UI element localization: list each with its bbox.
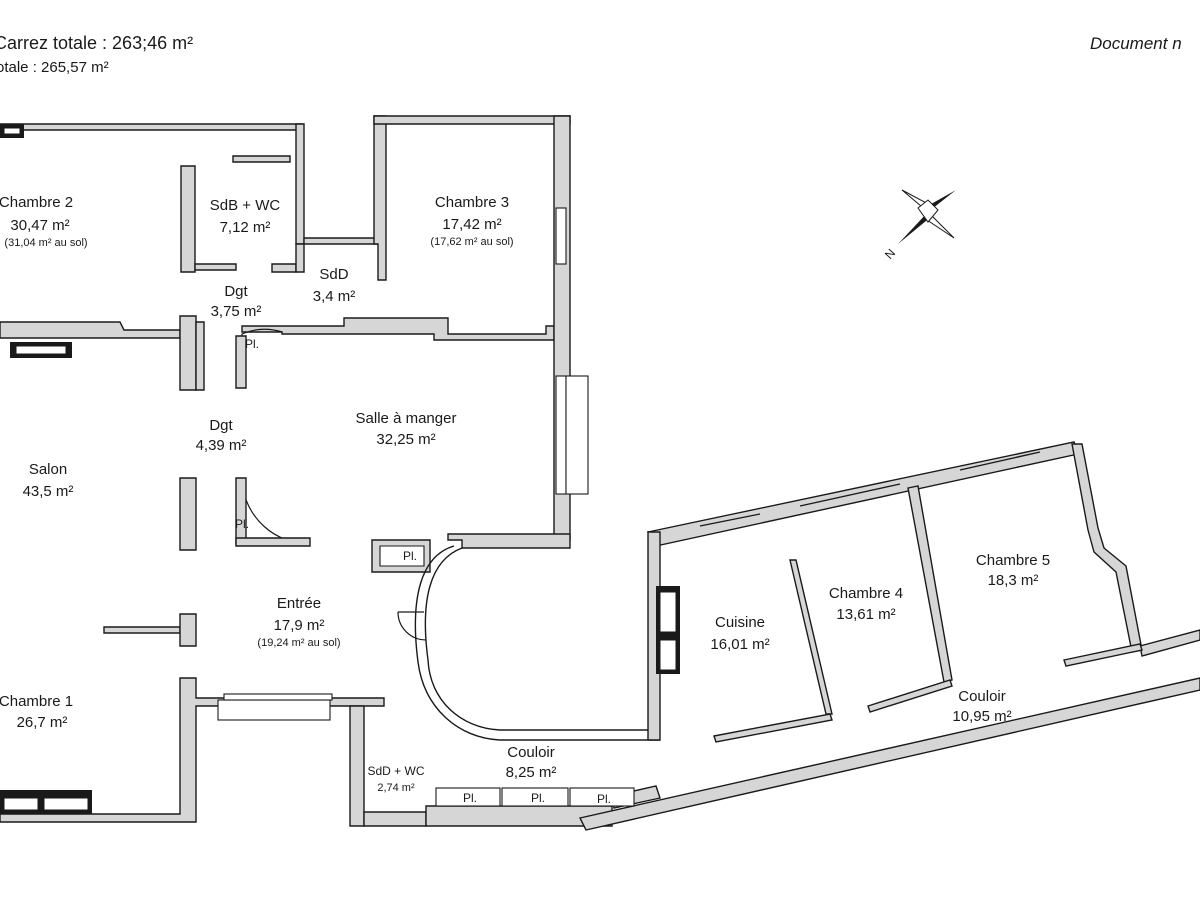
room-cuisine: Cuisine 16,01 m²: [710, 614, 769, 653]
room-name: Dgt: [224, 283, 248, 300]
room-name: Dgt: [209, 417, 233, 434]
curved-wall-couloir: [424, 540, 653, 731]
closet-label: Pl.: [597, 792, 611, 806]
room-sdb-wc: SdB + WC 7,12 m²: [210, 197, 281, 236]
room-salle-a-manger: Salle à manger 32,25 m²: [356, 410, 457, 448]
room-couloir-right: Couloir 10,95 m²: [952, 688, 1011, 725]
front-door-arc: [397, 611, 427, 641]
room-name: Chambre 2: [0, 194, 73, 211]
walls-right-wing: [578, 441, 1200, 831]
room-name: SdD + WC: [367, 764, 424, 778]
room-area: 17,42 m²: [442, 216, 501, 233]
room-name: Cuisine: [715, 614, 765, 631]
total-area: otale : 265,57 m²: [0, 59, 109, 76]
room-name: SdB + WC: [210, 197, 281, 214]
compass-north-label: N: [882, 246, 898, 262]
room-salon: Salon 43,5 m²: [23, 461, 74, 500]
room-area: 18,3 m²: [988, 572, 1039, 589]
closet-label: Pl.: [463, 791, 477, 805]
room-name: Salon: [29, 461, 67, 478]
room-area: 8,25 m²: [506, 764, 557, 781]
room-chambre-1: Chambre 1 26,7 m²: [0, 693, 73, 731]
closet-frames: [435, 787, 635, 807]
room-area: 3,75 m²: [211, 303, 262, 320]
room-name: Couloir: [958, 688, 1006, 705]
room-couloir-left: Couloir 8,25 m²: [506, 744, 557, 781]
room-name: SdD: [319, 266, 348, 283]
door-arc-dgt-lower: [241, 481, 311, 545]
room-floor-area: (31,04 m² au sol): [4, 237, 87, 249]
room-area: 10,95 m²: [952, 708, 1011, 725]
document-note: Document n: [1090, 34, 1182, 53]
room-area: 26,7 m²: [17, 714, 68, 731]
room-chambre-3: Chambre 3 17,42 m² (17,62 m² au sol): [430, 194, 513, 248]
door-arc-dgt-upper: [241, 328, 283, 388]
closet-label: Pl.: [531, 791, 545, 805]
room-name: Chambre 5: [976, 552, 1050, 569]
total-carrez-area: Carrez totale : 263;46 m²: [0, 33, 194, 53]
room-name: Chambre 3: [435, 194, 509, 211]
room-name: Salle à manger: [356, 410, 457, 427]
room-name: Chambre 1: [0, 693, 73, 710]
room-area: 43,5 m²: [23, 483, 74, 500]
room-area: 32,25 m²: [376, 431, 435, 448]
room-area: 4,39 m²: [196, 437, 247, 454]
room-dgt-1: Dgt 3,75 m²: [211, 283, 262, 320]
room-area: 3,4 m²: [313, 288, 356, 305]
room-floor-area: (19,24 m² au sol): [257, 637, 340, 649]
radiators: [0, 124, 680, 814]
windows: [217, 207, 1041, 721]
room-name: Chambre 4: [829, 585, 903, 602]
room-name: Entrée: [277, 595, 321, 612]
closet-label: Pl.: [245, 337, 259, 351]
closet-label: Pl.: [235, 517, 249, 531]
room-entree: Entrée 17,9 m² (19,24 m² au sol): [257, 595, 340, 649]
room-area: 17,9 m²: [274, 617, 325, 634]
room-name: Couloir: [507, 744, 555, 761]
closet-label: Pl.: [403, 549, 417, 563]
room-chambre-5: Chambre 5 18,3 m²: [976, 552, 1050, 589]
room-chambre-2: Chambre 2 30,47 m² (31,04 m² au sol): [0, 194, 88, 249]
room-area: 30,47 m²: [10, 217, 69, 234]
room-area: 7,12 m²: [220, 219, 271, 236]
room-area: 13,61 m²: [836, 606, 895, 623]
compass-rose-icon: [898, 189, 956, 244]
room-chambre-4: Chambre 4 13,61 m²: [829, 585, 903, 623]
room-dgt-2: Dgt 4,39 m²: [196, 417, 247, 454]
room-sdd: SdD 3,4 m²: [313, 266, 356, 305]
room-floor-area: (17,62 m² au sol): [430, 236, 513, 248]
room-sdd-wc: SdD + WC 2,74 m²: [367, 764, 424, 794]
room-area: 2,74 m²: [377, 782, 415, 794]
room-area: 16,01 m²: [710, 636, 769, 653]
